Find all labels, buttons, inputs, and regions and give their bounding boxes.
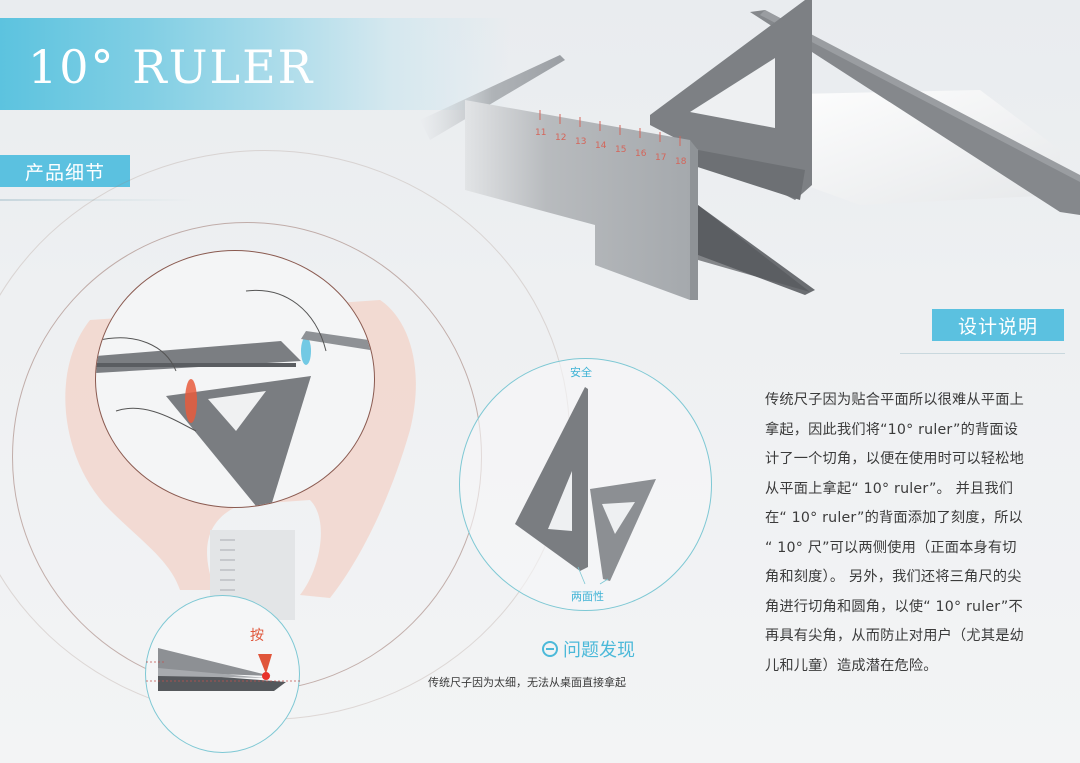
description-line: 角和刻度）。 另外，我们还将三角尺的尖 <box>765 569 1022 585</box>
two-sided-label: 两面性 <box>571 590 604 603</box>
page-title: 10° RULER <box>28 40 315 94</box>
two-sided-detail-circle <box>459 358 712 611</box>
press-label: 按 <box>250 628 264 644</box>
svg-text:17: 17 <box>655 153 666 163</box>
description-line: 从平面上拿起“ 10° ruler”。 并且我们 <box>765 480 1014 497</box>
hero-product-render: 11 12 13 14 15 16 17 18 <box>420 0 1080 320</box>
section-divider <box>900 353 1065 354</box>
description-line: 角进行切角和圆角，以使“ 10° ruler”不 <box>765 598 1023 615</box>
description-line: 传统尺子因为贴合平面所以很难从平面上 <box>765 392 1024 408</box>
svg-text:14: 14 <box>595 141 607 151</box>
product-details-label: 产品细节 <box>0 155 130 187</box>
description-line: 儿和儿童）造成潜在危险。 <box>765 657 938 674</box>
description-line: “ 10° 尺”可以两侧使用（正面本身有切 <box>765 539 1017 556</box>
svg-text:18: 18 <box>675 157 687 167</box>
side-profile-circle <box>145 595 301 753</box>
triangle-rulers-illustration <box>515 387 656 585</box>
description-line: 在“ 10° ruler”的背面添加了刻度，所以 <box>765 510 1023 526</box>
svg-text:12: 12 <box>555 133 566 143</box>
problem-caption: 传统尺子因为太细，无法从桌面直接拿起 <box>428 676 626 689</box>
rulers-render-illustration: 11 12 13 14 15 16 17 18 <box>420 0 1080 300</box>
description-line: 拿起，因此我们将“10° ruler”的背面设 <box>765 421 1019 438</box>
safety-label: 安全 <box>570 366 592 379</box>
svg-text:16: 16 <box>635 149 647 159</box>
minus-circle-icon <box>542 641 558 657</box>
ruler-scale-number: 11 <box>535 128 546 138</box>
problem-title: 问题发现 <box>563 640 635 661</box>
usage-detail-circle <box>95 250 375 508</box>
description-line: 计了一个切角，以便在使用时可以轻松地 <box>765 451 1024 467</box>
design-notes-label: 设计说明 <box>932 309 1064 341</box>
svg-text:15: 15 <box>615 145 626 155</box>
problem-heading: 问题发现 <box>542 636 635 662</box>
design-description: 传统尺子因为贴合平面所以很难从平面上 拿起，因此我们将“10° ruler”的背… <box>765 386 1065 681</box>
usage-sketch-illustration <box>96 289 374 506</box>
wedge-profile-illustration <box>146 648 301 691</box>
description-line: 再具有尖角，从而防止对用户（尤其是幼 <box>765 628 1024 644</box>
svg-text:13: 13 <box>575 137 586 147</box>
